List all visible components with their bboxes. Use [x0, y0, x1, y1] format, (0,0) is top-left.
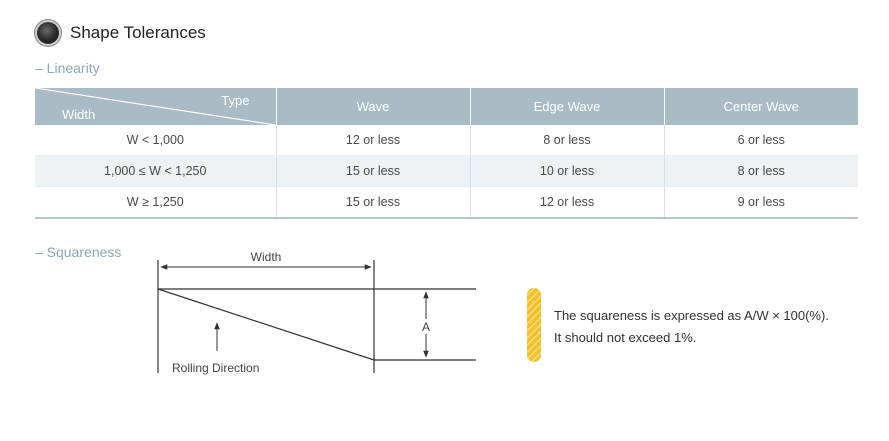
- header-width-label: Width: [62, 107, 96, 122]
- cell-edge-wave: 12 or less: [469, 186, 664, 219]
- a-label-background: [420, 319, 432, 334]
- cell-wave: 15 or less: [275, 155, 470, 187]
- width-dimension-label: Width: [251, 250, 282, 264]
- cell-wave: 12 or less: [275, 125, 470, 156]
- note-line-2: It should not exceed 1%.: [554, 330, 697, 345]
- cell-wave: 15 or less: [275, 186, 470, 219]
- note-line-1: The squareness is expressed as A/W × 100…: [554, 308, 829, 323]
- cell-edge-wave: 8 or less: [469, 125, 664, 156]
- bullet-icon: [35, 20, 61, 46]
- cell-center-wave: 9 or less: [663, 186, 858, 219]
- row-width: W ≥ 1,250: [35, 186, 276, 219]
- table-header-row: Type Width Wave Edge Wave Center Wave: [35, 88, 858, 125]
- cell-center-wave: 6 or less: [663, 125, 858, 156]
- sloped-edge-line: [157, 288, 375, 361]
- linearity-label: – Linearity: [35, 60, 100, 76]
- squareness-note: The squareness is expressed as A/W × 100…: [554, 305, 829, 349]
- a-dimension-label: A: [422, 320, 430, 334]
- column-header-wave: Wave: [275, 88, 470, 125]
- table-row: W < 1,000 12 or less 8 or less 6 or less: [35, 125, 858, 156]
- row-width: W < 1,000: [35, 125, 276, 156]
- diagonal-header-cell: Type Width: [35, 88, 276, 125]
- column-header-edge-wave: Edge Wave: [469, 88, 664, 125]
- rolling-direction-label: Rolling Direction: [172, 361, 259, 375]
- squareness-label: – Squareness: [35, 244, 122, 260]
- linearity-table: Type Width Wave Edge Wave Center Wave W …: [35, 88, 858, 219]
- table-row: 1,000 ≤ W < 1,250 15 or less 10 or less …: [35, 155, 858, 187]
- note-highlight-icon: [527, 288, 541, 362]
- row-width: 1,000 ≤ W < 1,250: [35, 155, 276, 187]
- diagonal-divider: [35, 88, 276, 125]
- header-type-label: Type: [221, 93, 250, 108]
- squareness-diagram: Width A Rolling Direction: [157, 250, 476, 375]
- section-header: Shape Tolerances: [35, 20, 206, 46]
- column-header-center-wave: Center Wave: [663, 88, 858, 125]
- cell-center-wave: 8 or less: [663, 155, 858, 187]
- table-row: W ≥ 1,250 15 or less 12 or less 9 or les…: [35, 186, 858, 219]
- section-title: Shape Tolerances: [70, 23, 206, 42]
- cell-edge-wave: 10 or less: [469, 155, 664, 187]
